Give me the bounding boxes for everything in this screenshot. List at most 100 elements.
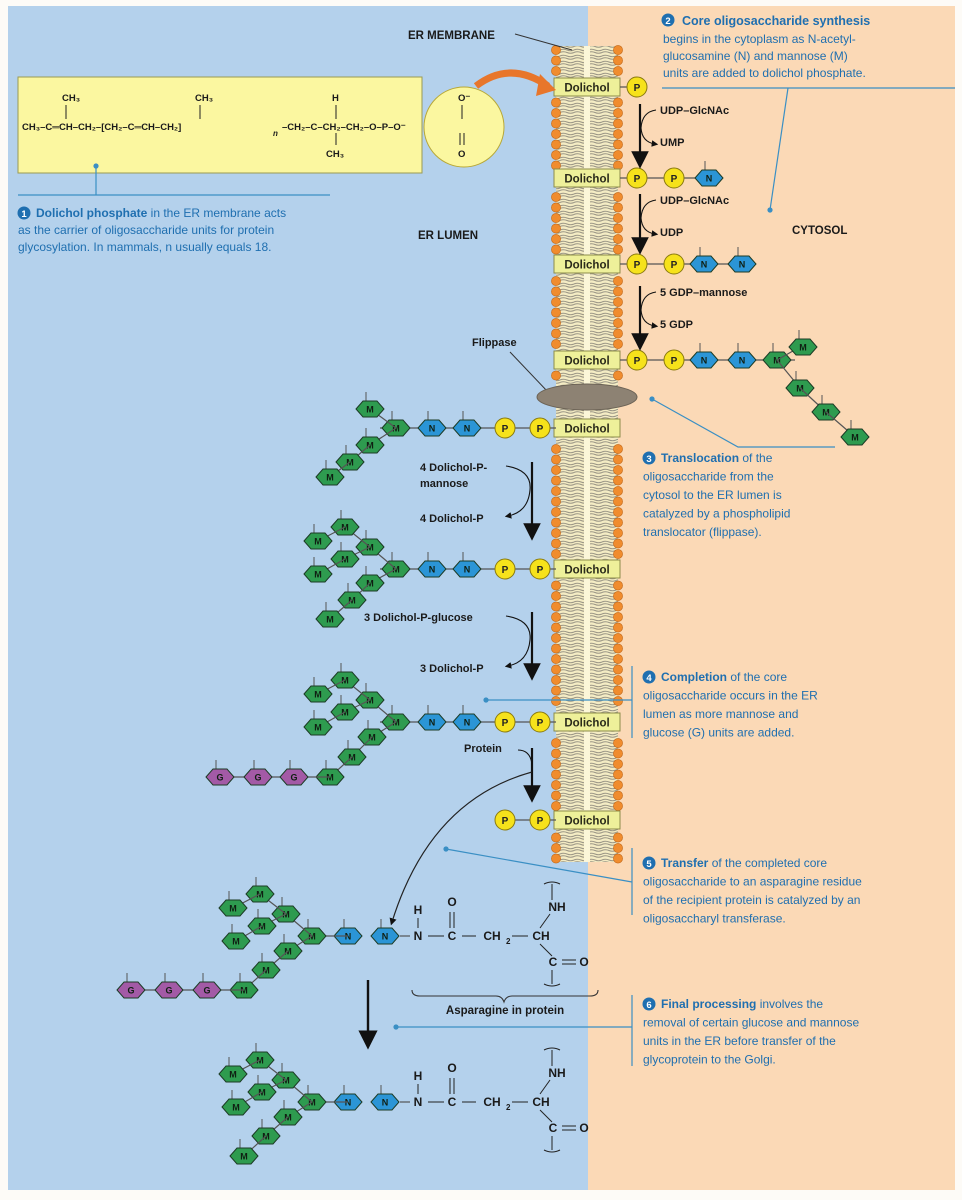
- side-arrow: [640, 109, 659, 147]
- cytosol-label: CYTOSOL: [792, 225, 847, 237]
- lipid-head: [551, 675, 561, 685]
- phosphate-label: P: [671, 260, 678, 271]
- step-text-line: oligosaccharide occurs in the ER: [643, 689, 818, 703]
- lipid-head: [613, 528, 623, 538]
- mannose-residue: M: [303, 557, 333, 583]
- lipid-head: [551, 759, 561, 769]
- phosphate-circle: [529, 711, 551, 733]
- peptide-break: [543, 983, 561, 987]
- step-title-line: Dolichol phosphate in the ER membrane ac…: [36, 206, 286, 220]
- phosphate-residue: P: [494, 558, 516, 580]
- formula-methyl-3: CH₃: [326, 149, 344, 160]
- lipid-head: [551, 780, 561, 790]
- lipid-head: [551, 139, 561, 150]
- asn-ch2: CH: [483, 929, 500, 943]
- lipid-head: [613, 97, 623, 108]
- lipid-head: [551, 55, 561, 66]
- mannose-residue-label: M: [799, 343, 807, 353]
- formula-methyl-2: CH₃: [195, 93, 213, 104]
- lipid-head: [613, 486, 623, 496]
- lipid-head: [613, 664, 623, 675]
- phosphate-circle: [494, 558, 516, 580]
- step-2-leader-dot: [767, 207, 773, 213]
- asn-h: H: [414, 1069, 423, 1083]
- lipid-head: [551, 517, 561, 528]
- lipid-head: [613, 790, 623, 801]
- reaction-substrate: 5 GDP–mannose: [660, 287, 747, 299]
- side-arrow: [504, 615, 531, 669]
- step-text-line: catalyzed by a phospholipid: [643, 507, 790, 521]
- bond: [539, 1109, 553, 1123]
- reaction-product: UDP: [660, 227, 683, 239]
- step-title: Dolichol phosphate: [36, 206, 148, 220]
- asn-n: N: [414, 929, 423, 943]
- step-number: 6: [646, 1000, 651, 1011]
- step-text-line: glucosamine (N) and mannose (M): [663, 49, 848, 63]
- mannose-residue-label: M: [240, 1152, 248, 1162]
- phosphate-residue: P: [626, 76, 648, 98]
- asn-carbonyl-c: C: [549, 955, 558, 969]
- lipid-head: [551, 486, 561, 496]
- lipid-head: [613, 622, 623, 633]
- asn-c: C: [448, 1095, 457, 1109]
- glcnac-residue-label: N: [429, 718, 436, 728]
- lipid-head: [613, 549, 623, 559]
- lipid-head: [613, 475, 623, 486]
- lipid-head: [551, 643, 561, 654]
- lipid-head: [613, 45, 623, 55]
- glucose-residue-label: G: [216, 773, 223, 783]
- lipid-head: [613, 297, 623, 307]
- glcnac-residue-shape: [694, 169, 724, 187]
- er-membrane-bilayer: DolicholDolicholDolicholDolicholDolichol…: [551, 45, 623, 864]
- lipid-head: [551, 580, 561, 591]
- step-number-badge: [642, 997, 656, 1011]
- lipid-head: [551, 370, 561, 381]
- mannose-residue-shape: [788, 338, 818, 356]
- step-text: in the ER membrane acts: [147, 206, 286, 220]
- step-title: Translocation: [661, 451, 739, 465]
- lipid-head: [551, 843, 561, 853]
- phosphate-label: P: [502, 718, 509, 729]
- glcnac-residue: N: [694, 161, 724, 187]
- step-title-line: Completion of the core: [661, 670, 787, 684]
- glcnac-residue: N: [689, 247, 719, 273]
- step-text-line: translocator (flippase).: [643, 525, 762, 539]
- phosphate-label: P: [634, 260, 641, 271]
- phosphate-label: P: [671, 356, 678, 367]
- step-text-line: of the recipient protein is catalyzed by…: [643, 893, 860, 907]
- glcnac-residue-shape: [452, 419, 482, 437]
- formula-phosphate-o-bottom: O: [458, 149, 465, 160]
- phosphate-residue: P: [494, 711, 516, 733]
- glucose-residue-shape: [192, 981, 222, 999]
- step-title-line: Final processing involves the: [661, 997, 823, 1011]
- reaction-substrate-protein: Protein: [464, 743, 502, 755]
- phosphate-residue: P: [494, 417, 516, 439]
- membrane-label-pointer: [514, 33, 573, 51]
- lipid-head: [613, 496, 623, 507]
- callout-lines: [18, 87, 955, 1066]
- lipid-head: [613, 591, 623, 601]
- mannose-residue-shape: [303, 532, 333, 550]
- dolichol-label: Dolichol: [564, 565, 609, 577]
- lipid-head: [551, 307, 561, 318]
- lipid-head: [613, 276, 623, 286]
- lipid-head: [551, 538, 561, 549]
- step-2-leader: [769, 87, 789, 211]
- glcnac-residue-label: N: [382, 932, 389, 942]
- formula-main-right: –CH₂–C–CH₂–CH₂–O–P–O⁻: [282, 122, 406, 133]
- step-number: 3: [646, 454, 651, 465]
- asn-subscript: 2: [506, 937, 511, 946]
- glcnac-residue: N: [452, 552, 482, 578]
- step-title: Core oligosaccharide synthesis: [682, 14, 870, 28]
- step-text-line: units are added to dolichol phosphate.: [663, 66, 866, 80]
- mannose-residue-shape: [218, 1065, 248, 1083]
- reaction-substrate: UDP–GlcNAc: [660, 105, 729, 117]
- glcnac-residue-shape: [727, 255, 757, 273]
- flippase-protein: [536, 383, 638, 411]
- glucose-residue-shape: [205, 768, 235, 786]
- phosphate-label: P: [537, 718, 544, 729]
- lipid-head: [551, 769, 561, 780]
